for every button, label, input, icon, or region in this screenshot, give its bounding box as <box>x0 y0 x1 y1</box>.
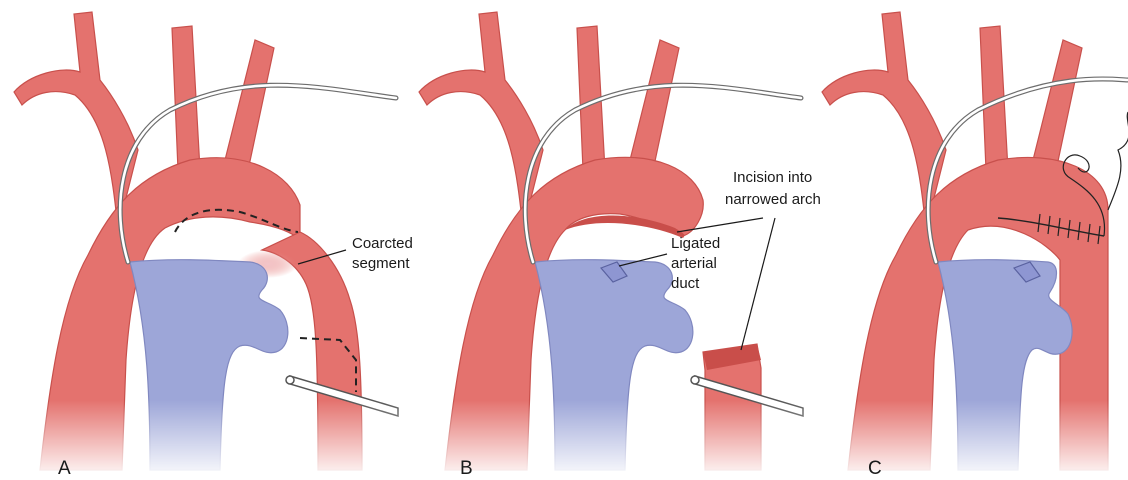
incision-label-2: narrowed arch <box>725 191 821 208</box>
coarcted-label-1: Coarcted <box>352 235 413 252</box>
panel-label-a-top: A <box>58 458 71 479</box>
incision-label-1: Incision into <box>733 169 812 186</box>
panel-label-b-top: B <box>460 458 473 479</box>
ligated-label-2: arterial <box>671 255 717 272</box>
panel-label-c-top: C <box>868 458 882 479</box>
bottom-fade <box>0 400 1128 480</box>
incision-leader-2 <box>741 218 775 350</box>
ligated-label-1: Ligated <box>671 235 720 252</box>
ligated-label-3: duct <box>671 275 700 292</box>
coarcted-label-2: segment <box>352 255 410 272</box>
